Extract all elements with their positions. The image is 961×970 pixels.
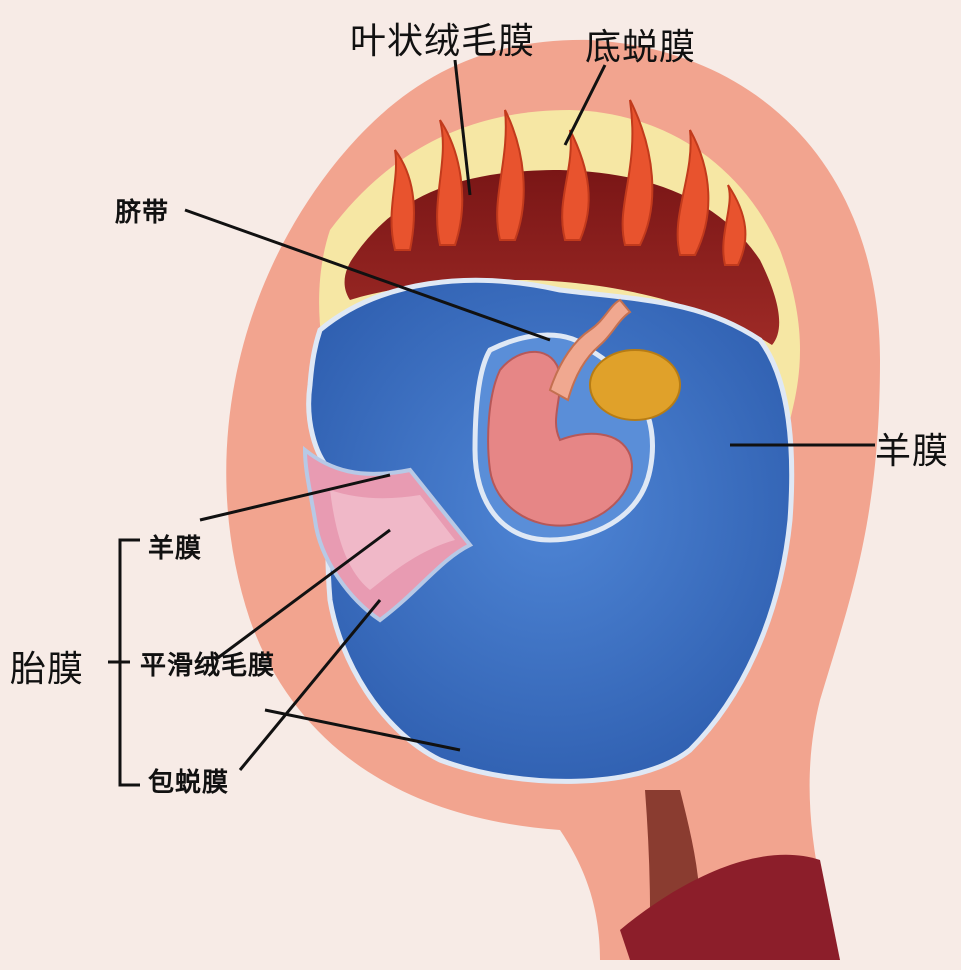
label-amnion-right: 羊膜 — [875, 422, 949, 474]
label-umbilical-cord: 脐带 — [115, 192, 169, 229]
label-decidua-basalis: 底蜕膜 — [585, 18, 696, 70]
yolk-sac — [590, 350, 680, 420]
label-chorion-frondosum: 叶状绒毛膜 — [350, 12, 535, 64]
label-chorion-laeve: 平滑绒毛膜 — [140, 645, 275, 682]
label-decidua-capsularis: 包蜕膜 — [148, 762, 229, 799]
label-amnion-left: 羊膜 — [148, 528, 202, 565]
label-fetal-membranes: 胎膜 — [10, 640, 84, 692]
